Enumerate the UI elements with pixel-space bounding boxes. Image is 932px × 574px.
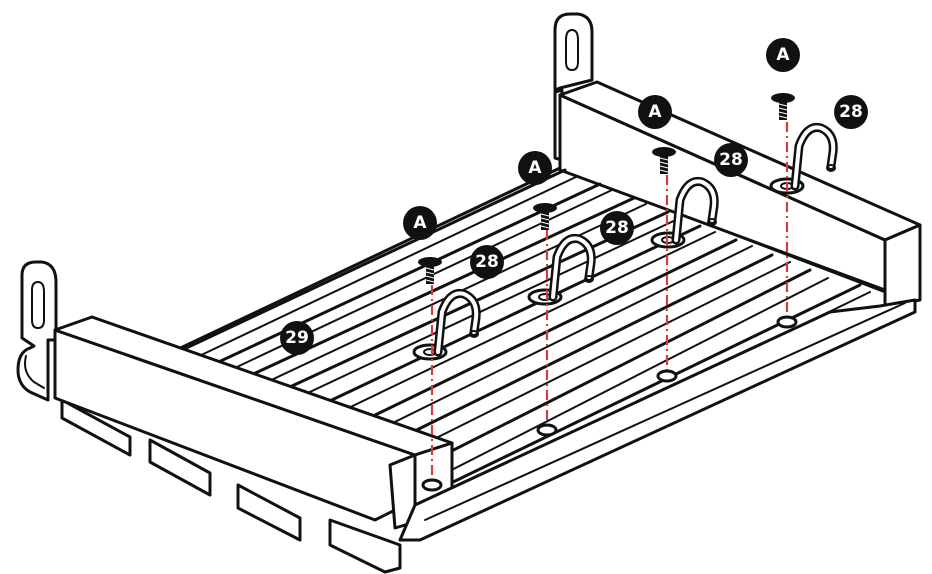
callout-badge-label: 28 (719, 150, 743, 170)
callout-badge: 29 (280, 321, 314, 355)
screw-thread (540, 217, 550, 221)
screw-thread (425, 267, 435, 271)
callout-badge-label: A (776, 45, 790, 65)
mounting-hole (421, 478, 443, 492)
rail-edge-line (314, 231, 716, 425)
callout-badge-label: A (528, 158, 542, 178)
hook-body (793, 125, 836, 188)
screw-thread (778, 107, 788, 111)
rail-edge-line (351, 245, 753, 444)
alignment-guides (421, 122, 798, 492)
callout-badge: 28 (600, 211, 634, 245)
hook-part (527, 233, 596, 306)
screw-part (533, 203, 557, 230)
callout-badge-label: 28 (475, 252, 499, 272)
rail-edge-line (208, 182, 602, 368)
callout-badge-circle (470, 245, 504, 279)
mounting-hole (776, 315, 798, 329)
rail-edge-line (370, 253, 774, 454)
screw-shaft (541, 210, 549, 230)
screw-head (652, 147, 676, 157)
rail-edge-line (334, 238, 738, 436)
callout-badge-circle (714, 143, 748, 177)
screw-thread (540, 221, 550, 225)
callout-badge-label: 28 (839, 102, 863, 122)
callout-badge-circle (403, 206, 437, 240)
callout-badge-circle (280, 321, 314, 355)
rail-edge-line (427, 277, 829, 483)
callout-badge-label: 28 (605, 218, 629, 238)
hook-part (769, 122, 838, 195)
screw-thread (659, 165, 669, 169)
callout-badge: A (518, 151, 552, 185)
mounting-hole (536, 423, 558, 437)
screw-thread (778, 103, 788, 107)
callout-badge-circle (638, 95, 672, 129)
rail-edge-line (194, 175, 579, 359)
hook-part (412, 288, 481, 361)
callout-badge-label: A (648, 102, 662, 122)
hook-tip (469, 330, 479, 338)
callout-badge: A (766, 38, 800, 72)
screw-shaft (660, 154, 668, 174)
screw-thread (425, 271, 435, 275)
callout-badge-circle (766, 38, 800, 72)
callout-badge-circle (518, 151, 552, 185)
screw-part (652, 147, 676, 174)
screw-shaft (779, 100, 787, 120)
left-mounting-bracket (16, 260, 58, 402)
rail-edge-line (408, 268, 812, 474)
hook-tip (584, 275, 594, 283)
rail-edge-line (264, 210, 670, 400)
hook-parts (412, 122, 838, 361)
screw-part (771, 93, 795, 120)
callout-badge: A (403, 206, 437, 240)
hook-body (674, 179, 717, 242)
callout-badges: A A A A 28 28 28 28 29 (280, 38, 868, 355)
screw-thread (425, 275, 435, 279)
callout-badge: 28 (714, 143, 748, 177)
rail-edge-line (389, 261, 791, 462)
screw-thread (659, 169, 669, 173)
rail-edge-line (298, 224, 702, 417)
screw-shaft (426, 264, 434, 284)
callout-badge-circle (600, 211, 634, 245)
screw-head (418, 257, 442, 267)
callout-badge: 28 (470, 245, 504, 279)
callout-badge: A (638, 95, 672, 129)
front-wall (53, 315, 454, 530)
screw-head (533, 203, 557, 213)
mounting-hole (656, 369, 678, 383)
rail-edge-line (180, 168, 567, 352)
front-lip (398, 298, 917, 542)
screw-thread (540, 225, 550, 229)
callout-badge-circle (834, 95, 868, 129)
screw-part (418, 257, 442, 284)
screw-thread (778, 111, 788, 115)
callout-badge-label: A (413, 213, 427, 233)
callout-badge-label: 29 (285, 328, 309, 348)
screw-thread (540, 213, 550, 217)
hook-body (551, 236, 594, 299)
screw-thread (659, 161, 669, 165)
screw-thread (778, 115, 788, 119)
support-feet (60, 398, 402, 574)
hook-tip (707, 218, 717, 226)
screw-thread (425, 279, 435, 283)
callout-badge: 28 (834, 95, 868, 129)
screw-thread (659, 157, 669, 161)
screw-head (771, 93, 795, 103)
hook-tip (826, 164, 836, 172)
screw-parts (418, 93, 795, 284)
hook-body (436, 291, 479, 354)
